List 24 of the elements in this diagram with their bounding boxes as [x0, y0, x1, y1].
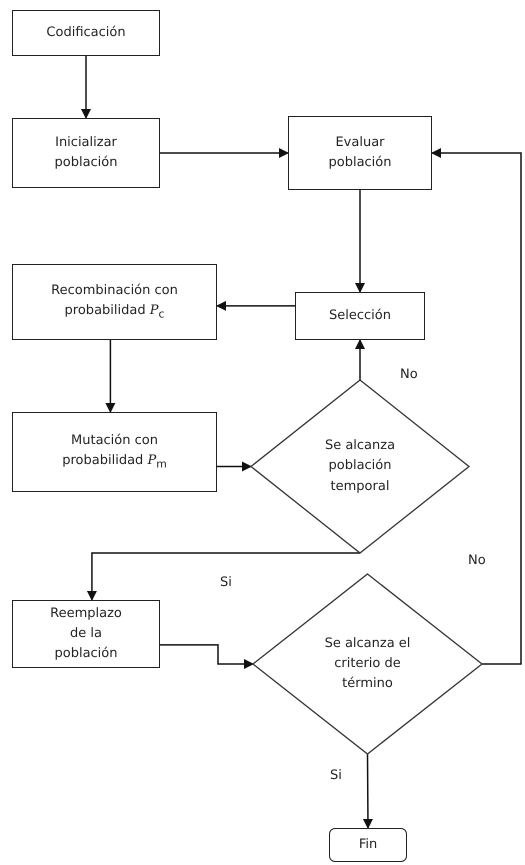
node-text: Se alcanza población temporal — [324, 437, 396, 496]
node-text: Evaluar población — [328, 134, 392, 172]
process-box — [295, 292, 425, 340]
terminal-box — [329, 828, 407, 862]
process-box — [12, 412, 217, 492]
node-text: Fin — [358, 836, 378, 854]
decision-diamond — [251, 380, 469, 553]
node-text: Reemplazo de la población — [49, 604, 123, 664]
process-box — [12, 10, 160, 56]
process-box — [12, 264, 217, 340]
node-text: Se alcanza el criterio de término — [324, 634, 412, 694]
node-text: Inicializar población — [54, 134, 118, 172]
edge-label: No — [400, 367, 418, 382]
process-box — [12, 600, 160, 668]
node-text: Codificación — [45, 24, 127, 42]
edge-label: No — [468, 553, 486, 568]
process-box — [288, 116, 432, 190]
process-box — [12, 118, 160, 188]
decision-diamond — [253, 574, 482, 754]
edge-label: Si — [220, 575, 232, 590]
node-text: Recombinación con probabilidad P$_{c}$ — [50, 282, 179, 322]
node-text: Mutación con probabilidad P$_{m}$ — [61, 432, 168, 472]
edge-label: Si — [330, 768, 342, 783]
node-text: Selección — [328, 306, 392, 325]
